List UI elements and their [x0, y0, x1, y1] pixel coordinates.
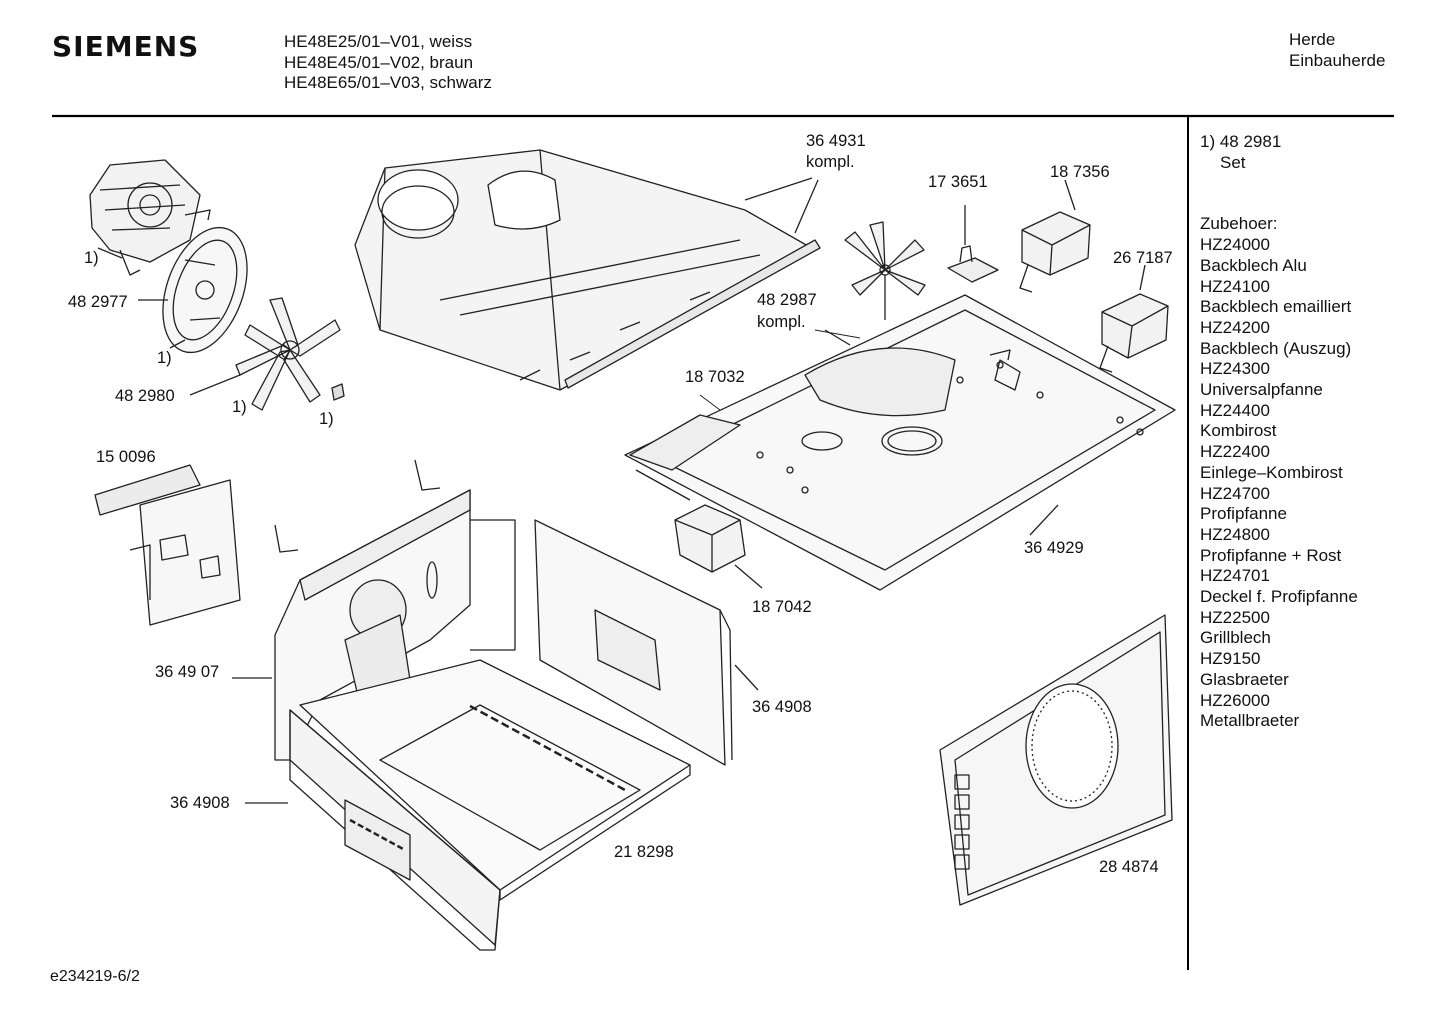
part-note: kompl.: [757, 313, 806, 331]
part-note: kompl.: [806, 153, 855, 171]
part-label: 21 8298: [614, 843, 674, 861]
part-label: 48 2977: [68, 293, 128, 311]
accessory-name: Backblech (Auszug): [1200, 338, 1352, 358]
part-label: 15 0096: [96, 448, 156, 466]
category-line: Einbauherde: [1289, 50, 1386, 70]
part-label: 26 7187: [1113, 249, 1173, 267]
category-line: Herde: [1289, 30, 1336, 49]
relay-267187: [1099, 264, 1169, 373]
part-label: 36 4908: [752, 698, 812, 716]
accessory-code: HZ24100: [1200, 276, 1270, 296]
accessory-name: Grillblech: [1200, 628, 1271, 648]
part-label: 36 4931: [806, 132, 866, 150]
accessory-name: Backblech Alu: [1200, 255, 1307, 275]
accessory-code: HZ24800: [1200, 524, 1270, 544]
accessories-sidebar: 1) 48 2981 Set Zubehoer: HZ24000 Backble…: [1200, 132, 1358, 732]
fan-motor-assembly: [89, 159, 211, 276]
accessory-name: Deckel f. Profipfanne: [1200, 587, 1358, 607]
oven-door-panel: [939, 614, 1173, 906]
accessory-code: HZ24000: [1200, 235, 1270, 255]
side-panel-right: [534, 519, 759, 766]
leader-lines: [699, 329, 861, 411]
side-panel-left: [245, 709, 501, 951]
part-label: 36 4929: [1024, 539, 1084, 557]
set-reference-marker: 1): [232, 398, 247, 416]
accessory-code: HZ9150: [1200, 649, 1261, 669]
accessory-name: Profipfanne: [1200, 504, 1287, 524]
part-label: 17 3651: [928, 173, 988, 191]
set-reference-marker: 1): [157, 349, 172, 367]
set-label: Set: [1220, 152, 1246, 172]
document-id: e234219-6/2: [50, 968, 140, 985]
control-board: [94, 464, 241, 626]
part-label: 18 7032: [685, 368, 745, 386]
accessory-name: Universalpfanne: [1200, 380, 1323, 400]
part-label: 18 7356: [1050, 163, 1110, 181]
accessory-code: HZ22500: [1200, 607, 1270, 627]
model-line: HE48E45/01–V02, braun: [284, 52, 474, 72]
relay-187356: [1019, 179, 1091, 293]
accessory-name: Glasbraeter: [1200, 669, 1289, 689]
fan-back-plate: [138, 226, 248, 354]
accessory-code: HZ26000: [1200, 690, 1270, 710]
accessory-code: HZ24701: [1200, 566, 1270, 586]
part-label: 48 2987: [757, 291, 817, 309]
part-label: 18 7042: [752, 598, 812, 616]
accessory-code: HZ24400: [1200, 400, 1270, 420]
brand-logo: SIEMENS: [52, 30, 200, 63]
fan-blade: [189, 297, 345, 411]
model-list: HE48E25/01–V01, weiss HE48E45/01–V02, br…: [284, 32, 492, 94]
accessory-name: Einlege–Kombirost: [1200, 462, 1343, 482]
accessory-name: Backblech emailliert: [1200, 297, 1352, 317]
accessory-name: Profipfanne + Rost: [1200, 545, 1342, 565]
accessory-name: Kombirost: [1200, 421, 1277, 441]
part-label: 28 4874: [1099, 858, 1159, 876]
top-cover-duct: [354, 149, 821, 391]
part-label: 36 4908: [170, 794, 230, 812]
accessory-name: Metallbraeter: [1200, 711, 1300, 731]
category-block: Herde Einbauherde: [1289, 30, 1385, 71]
part-label: 48 2980: [115, 387, 175, 405]
accessory-code: HZ22400: [1200, 442, 1270, 462]
set-line: 1) 48 2981: [1200, 132, 1282, 151]
model-line: HE48E25/01–V01, weiss: [284, 32, 473, 51]
part-label: 36 49 07: [155, 663, 220, 681]
thermostat-switch: [947, 205, 999, 283]
accessory-code: HZ24700: [1200, 483, 1270, 503]
rear-panel: [624, 294, 1176, 591]
door-switch: [674, 504, 763, 589]
accessories-title: Zubehoer:: [1200, 214, 1278, 234]
accessory-code: HZ24300: [1200, 359, 1270, 379]
model-line: HE48E65/01–V03, schwarz: [284, 73, 492, 92]
set-reference-marker: 1): [84, 249, 99, 267]
set-reference-marker: 1): [319, 410, 334, 428]
accessory-code: HZ24200: [1200, 317, 1270, 337]
